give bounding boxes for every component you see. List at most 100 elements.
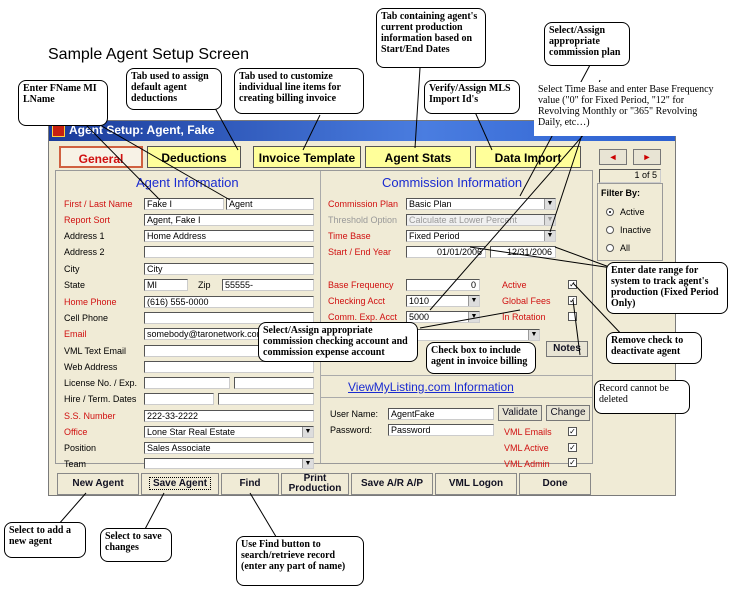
last-name-input[interactable]: Agent <box>226 198 314 210</box>
change-button[interactable]: Change <box>546 405 590 421</box>
address2-input[interactable] <box>144 246 314 258</box>
tab-data-import[interactable]: Data Import <box>475 146 581 168</box>
filter-all-radio[interactable] <box>606 244 614 252</box>
callout-commplan: Select/Assign appropriate commission pla… <box>544 22 630 66</box>
first-name-input[interactable]: Fake I <box>144 198 224 210</box>
chevron-down-icon[interactable]: ▼ <box>544 215 555 225</box>
commission-plan-select[interactable]: Basic Plan▼ <box>406 198 556 210</box>
print-production-button[interactable]: Print Production <box>281 473 349 495</box>
callout-stats: Tab containing agent's current productio… <box>376 8 486 68</box>
checking-acct-select[interactable]: 1010 ▼ <box>406 295 480 307</box>
notes-button[interactable]: Notes <box>546 341 588 357</box>
chevron-down-icon[interactable]: ▼ <box>544 199 555 209</box>
chevron-down-icon[interactable]: ▼ <box>468 312 479 322</box>
threshold-option-label: Threshold Option <box>328 215 398 225</box>
vml-admin-checkbox[interactable]: ✓ <box>568 458 577 467</box>
end-date-input[interactable]: 12/31/2006 <box>490 246 556 258</box>
comm-exp-acct-select[interactable]: 5000▼ <box>406 311 480 323</box>
office-select[interactable]: Lone Star Real Estate ▼ <box>144 426 314 438</box>
tab-invoice-template[interactable]: Invoice Template <box>253 146 361 168</box>
vml-logon-button[interactable]: VML Logon <box>435 473 517 495</box>
in-rotation-checkbox[interactable] <box>568 312 577 321</box>
base-frequency-input[interactable]: 0 <box>406 279 480 291</box>
office-label: Office <box>64 427 88 437</box>
general-panel: Agent Information First / Last Name Fake… <box>55 170 593 469</box>
prev-record-button[interactable]: ◄ <box>599 149 627 165</box>
filter-inactive-label: Inactive <box>620 225 652 235</box>
done-button[interactable]: Done <box>519 473 591 495</box>
vml-active-label: VML Active <box>504 443 549 453</box>
start-date-input[interactable]: 01/01/2006 <box>406 246 486 258</box>
vml-password-input[interactable]: Password <box>388 424 494 436</box>
license-input[interactable] <box>144 377 230 389</box>
checking-acct-value: 1010 <box>409 296 430 306</box>
next-record-button[interactable]: ► <box>633 149 661 165</box>
state-input[interactable]: MI <box>144 279 188 291</box>
city-input[interactable]: City <box>144 263 314 275</box>
cell-phone-input[interactable] <box>144 312 314 324</box>
vml-admin-label: VML Admin <box>504 459 550 469</box>
record-counter: 1 of 5 <box>599 169 661 183</box>
home-phone-label: Home Phone <box>64 297 117 307</box>
callout-addagent: Select to add a new agent <box>4 522 86 558</box>
time-base-value: Fixed Period <box>409 231 460 241</box>
new-agent-button[interactable]: New Agent <box>57 473 139 495</box>
team-label: Team <box>64 459 87 469</box>
office-value: Lone Star Real Estate <box>147 427 236 437</box>
home-phone-input[interactable]: (616) 555-0000 <box>144 296 314 308</box>
ssn-input[interactable]: 222-33-2222 <box>144 410 314 422</box>
window-title: Agent Setup: Agent, Fake <box>69 123 215 137</box>
base-frequency-label: Base Frequency <box>328 280 394 290</box>
active-checkbox[interactable]: ✓ <box>568 280 577 289</box>
agent-setup-window: Agent Setup: Agent, Fake General Deducti… <box>48 120 676 496</box>
tab-agent-stats[interactable]: Agent Stats <box>365 146 471 168</box>
checking-acct-label: Checking Acct <box>328 296 386 306</box>
zip-label: Zip <box>198 280 211 290</box>
term-date-input[interactable] <box>218 393 314 405</box>
report-sort-input[interactable]: Agent, Fake I <box>144 214 314 226</box>
tab-general[interactable]: General <box>59 146 143 168</box>
callout-fname: Enter FName MI LName <box>18 80 108 126</box>
comm-exp-acct-label: Comm. Exp. Acct <box>328 312 398 322</box>
callout-nodelete: Record cannot be deleted <box>594 380 690 414</box>
chevron-down-icon[interactable]: ▼ <box>302 459 313 468</box>
save-ar-ap-button[interactable]: Save A/R A/P <box>351 473 433 495</box>
vml-emails-checkbox[interactable]: ✓ <box>568 427 577 436</box>
callout-timebase: Select Time Base and enter Base Frequenc… <box>534 82 726 136</box>
callout-deductions: Tab used to assign default agent deducti… <box>126 68 222 110</box>
hire-date-input[interactable] <box>144 393 214 405</box>
global-fees-checkbox[interactable]: ✓ <box>568 296 577 305</box>
vml-username-input[interactable]: AgentFake <box>388 408 494 420</box>
vml-link[interactable]: ViewMyListing.com Information <box>348 380 514 394</box>
find-button[interactable]: Find <box>221 473 279 495</box>
chevron-down-icon[interactable]: ▼ <box>544 231 555 241</box>
filter-active-radio[interactable] <box>606 208 614 216</box>
chevron-down-icon[interactable]: ▼ <box>528 330 539 340</box>
extra-select[interactable]: ▼ <box>406 329 540 341</box>
callout-savechanges: Select to save changes <box>100 528 172 562</box>
active-label: Active <box>502 280 527 290</box>
validate-button[interactable]: Validate <box>498 405 542 421</box>
chevron-down-icon[interactable]: ▼ <box>302 427 313 437</box>
web-address-input[interactable] <box>144 361 314 373</box>
time-base-select[interactable]: Fixed Period ▼ <box>406 230 556 242</box>
page-title: Sample Agent Setup Screen <box>48 46 250 63</box>
save-agent-button[interactable]: Save Agent <box>141 473 219 495</box>
first-last-name-label: First / Last Name <box>64 199 133 209</box>
vml-username-label: User Name: <box>330 409 379 419</box>
chevron-down-icon[interactable]: ▼ <box>468 296 479 306</box>
threshold-option-select[interactable]: Calculate at Lower Percent ▼ <box>406 214 556 226</box>
email-label: Email <box>64 329 87 339</box>
vml-active-checkbox[interactable]: ✓ <box>568 443 577 452</box>
threshold-option-value: Calculate at Lower Percent <box>409 215 518 225</box>
position-input[interactable]: Sales Associate <box>144 442 314 454</box>
license-exp-input[interactable] <box>234 377 314 389</box>
state-label: State <box>64 280 86 290</box>
filter-box: Filter By: Active Inactive All <box>597 183 663 261</box>
zip-input[interactable]: 55555- <box>222 279 314 291</box>
web-address-label: Web Address <box>64 362 118 372</box>
address1-input[interactable]: Home Address <box>144 230 314 242</box>
tab-deductions[interactable]: Deductions <box>147 146 241 168</box>
filter-inactive-radio[interactable] <box>606 226 614 234</box>
team-select[interactable]: ▼ <box>144 458 314 469</box>
